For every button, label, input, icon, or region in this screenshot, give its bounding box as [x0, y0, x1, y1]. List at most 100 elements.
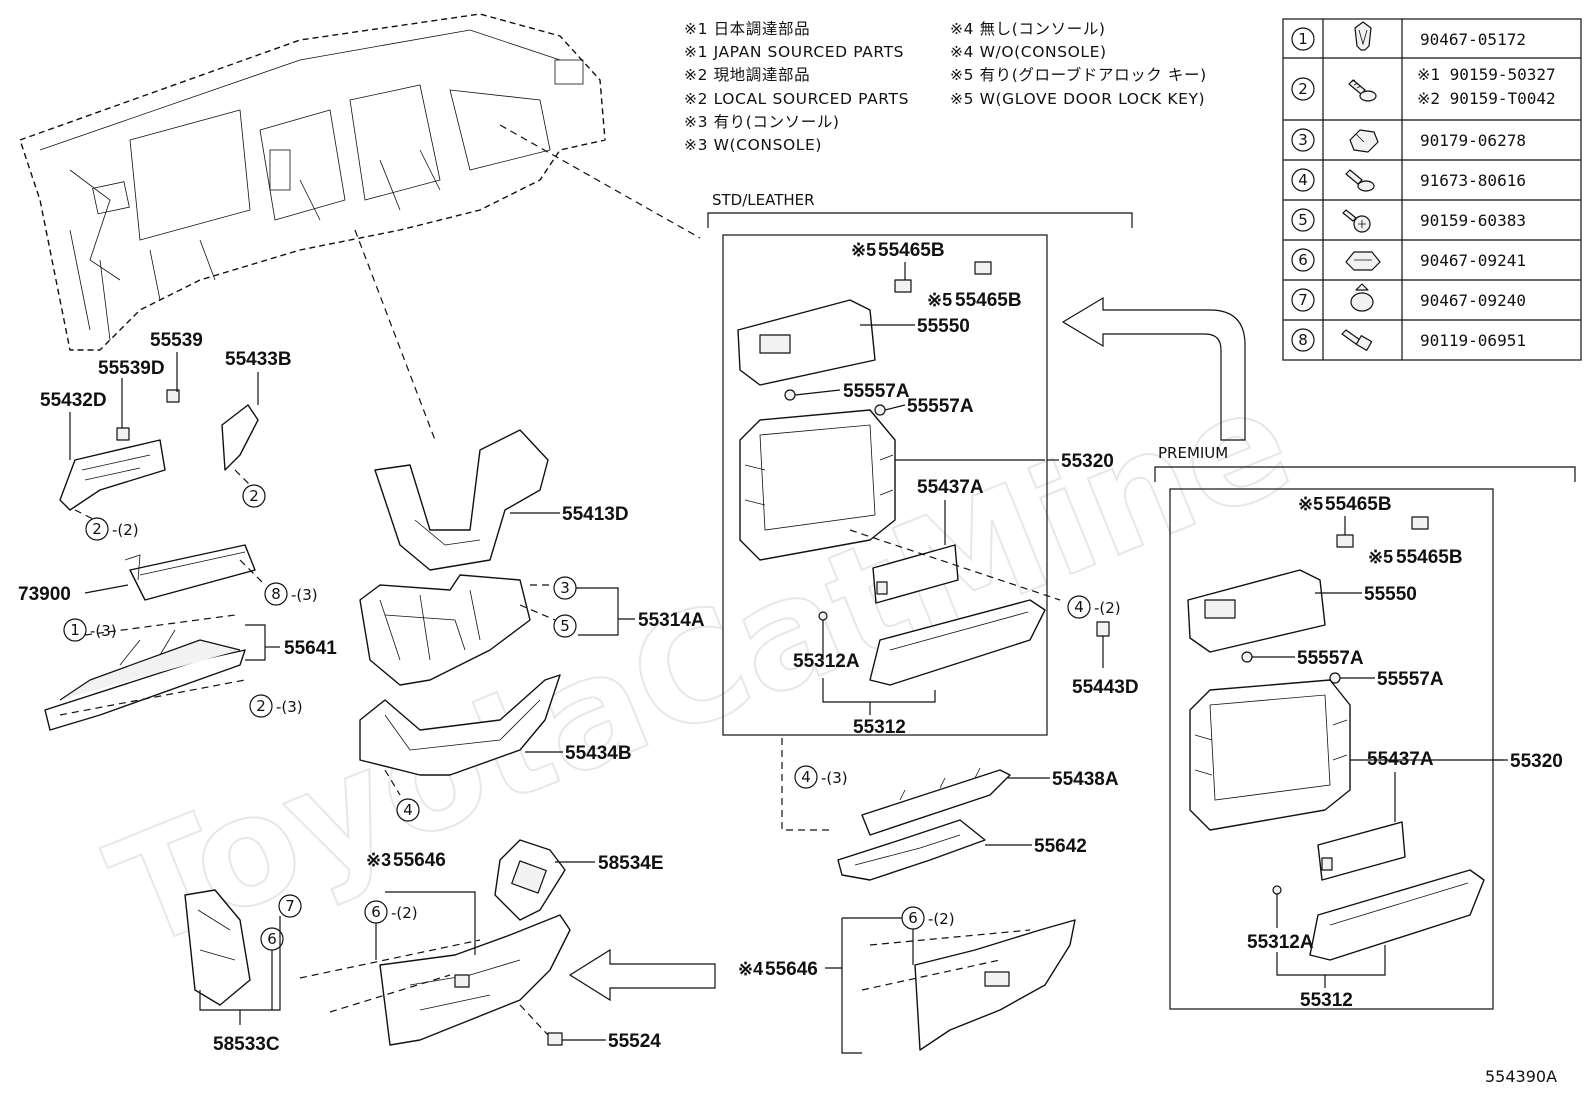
svg-text:55557A: 55557A: [843, 381, 910, 402]
svg-text:2: 2: [256, 697, 266, 715]
table-row: 7 90467-09240: [1291, 283, 1526, 312]
part-55539D: 55539D: [98, 358, 165, 441]
svg-text:2: 2: [249, 487, 259, 505]
svg-text:55465B: 55465B: [1325, 494, 1392, 515]
svg-text:55437A: 55437A: [917, 477, 984, 498]
svg-text:5: 5: [560, 617, 570, 635]
svg-text:55539: 55539: [150, 330, 203, 351]
svg-text:-(2): -(2): [928, 910, 955, 928]
svg-text:55557A: 55557A: [1377, 669, 1444, 690]
note-1-jp: ※1 日本調達部品: [684, 20, 810, 38]
svg-text:55557A: 55557A: [907, 396, 974, 417]
svg-text:55433B: 55433B: [225, 349, 292, 370]
svg-text:2: 2: [92, 520, 102, 538]
svg-text:55550: 55550: [917, 316, 970, 337]
svg-text:55465B: 55465B: [1396, 547, 1463, 568]
part-55646-wo-console: ※4 55646 6 -(2): [738, 906, 1076, 1054]
svg-text:8: 8: [1298, 331, 1308, 349]
callout-4: 4 -(2): [1067, 595, 1121, 619]
svg-text:55646: 55646: [393, 850, 446, 871]
clip-icon: [1350, 283, 1374, 312]
svg-text:4: 4: [403, 801, 413, 819]
fastener-table: 1 90467-05172 2 ※1 90159-50327 ※2 90159-…: [1282, 18, 1582, 361]
part-55413D: 55413D: [374, 429, 629, 571]
svg-text:3: 3: [1298, 131, 1308, 149]
svg-text:※5: ※5: [1368, 547, 1393, 567]
svg-text:-(3): -(3): [276, 698, 303, 716]
diagram-code: 554390A: [1485, 1067, 1557, 1086]
note-5-en: ※5 W(GLOVE DOOR LOCK KEY): [950, 90, 1205, 108]
svg-text:55312A: 55312A: [793, 651, 860, 672]
svg-text:58534E: 58534E: [598, 853, 664, 874]
clip-icon: [1354, 21, 1372, 51]
svg-text:55320: 55320: [1510, 751, 1563, 772]
svg-text:-(3): -(3): [90, 622, 117, 640]
part-58534E: 58534E: [494, 839, 664, 921]
svg-text:55641: 55641: [284, 638, 337, 659]
notes-legend: ※1 日本調達部品 ※1 JAPAN SOURCED PARTS ※2 現地調達…: [684, 20, 1207, 154]
ref-circle: [1291, 27, 1315, 51]
svg-text:4: 4: [1298, 171, 1308, 189]
svg-text:90179-06278: 90179-06278: [1420, 131, 1526, 150]
table-row: 4 91673-80616: [1291, 168, 1526, 192]
note-2-en: ※2 LOCAL SOURCED PARTS: [684, 90, 909, 108]
part-73900: 73900 8 -(3): [18, 544, 318, 606]
part-55641: 55641 1 -(3) 2 -(3): [44, 614, 337, 731]
premium-box: [1169, 488, 1494, 1010]
svg-text:-(3): -(3): [821, 769, 848, 787]
callout-2: 2: [234, 469, 266, 508]
table-row: 6 90467-09241: [1291, 248, 1526, 272]
svg-text:5: 5: [1298, 211, 1308, 229]
svg-text:58533C: 58533C: [213, 1034, 280, 1055]
svg-text:※4: ※4: [738, 959, 763, 979]
arrow-left-icon: [568, 948, 716, 1002]
svg-text:6: 6: [908, 909, 918, 927]
svg-text:55557A: 55557A: [1297, 648, 1364, 669]
part-58533C: 58533C 7 6: [184, 889, 302, 1055]
svg-text:PREMIUM: PREMIUM: [1158, 444, 1228, 462]
svg-text:1: 1: [1298, 30, 1308, 48]
svg-text:55550: 55550: [1364, 584, 1417, 605]
note-2-jp: ※2 現地調達部品: [684, 66, 810, 84]
svg-text:8: 8: [271, 585, 281, 603]
svg-text:90119-06951: 90119-06951: [1420, 331, 1526, 350]
svg-text:6: 6: [371, 903, 381, 921]
svg-text:55312: 55312: [853, 717, 906, 738]
svg-text:2: 2: [1298, 80, 1308, 98]
svg-text:55642: 55642: [1034, 836, 1087, 857]
note-5-jp: ※5 有り(グローブドアロック キー): [950, 65, 1207, 84]
svg-text:※1 90159-50327: ※1 90159-50327: [1417, 65, 1556, 84]
note-4-en: ※4 W/O(CONSOLE): [950, 43, 1107, 61]
svg-text:4: 4: [1074, 598, 1084, 616]
svg-text:STD/LEATHER: STD/LEATHER: [712, 191, 815, 209]
svg-text:※3: ※3: [366, 850, 391, 870]
note-4-jp: ※4 無し(コンソール): [950, 20, 1106, 38]
note-3-jp: ※3 有り(コンソール): [684, 113, 840, 131]
svg-text:※5: ※5: [851, 240, 876, 260]
svg-text:55312A: 55312A: [1247, 932, 1314, 953]
part-55433B: 55433B: [221, 349, 292, 471]
svg-text:※2 90159-T0042: ※2 90159-T0042: [1417, 89, 1556, 108]
note-1-en: ※1 JAPAN SOURCED PARTS: [684, 43, 904, 61]
instrument-panel-drawing: [19, 13, 606, 351]
screw-icon: [1342, 209, 1371, 233]
svg-text:55465B: 55465B: [955, 290, 1022, 311]
svg-text:55413D: 55413D: [562, 504, 629, 525]
svg-text:91673-80616: 91673-80616: [1420, 171, 1526, 190]
group-std-leather: STD/LEATHER ※5 55465B ※5 55465B 55550 55…: [707, 191, 1133, 738]
group-premium: PREMIUM ※5 55465B ※5 55465B 55550 55557A…: [1154, 444, 1576, 1011]
svg-text:4: 4: [801, 768, 811, 786]
svg-text:90159-60383: 90159-60383: [1420, 211, 1526, 230]
svg-text:55320: 55320: [1061, 451, 1114, 472]
note-3-en: ※3 W(CONSOLE): [684, 136, 822, 154]
std-box: [722, 234, 1048, 736]
svg-text:7: 7: [1298, 291, 1308, 309]
callout-4: 4 -(3): [781, 738, 848, 831]
svg-text:55465B: 55465B: [878, 240, 945, 261]
svg-text:7: 7: [285, 897, 295, 915]
part-55434B: 55434B 4: [359, 674, 632, 822]
svg-text:55438A: 55438A: [1052, 769, 1119, 790]
part-55642: 55642: [837, 819, 1087, 881]
svg-text:55524: 55524: [608, 1031, 661, 1052]
